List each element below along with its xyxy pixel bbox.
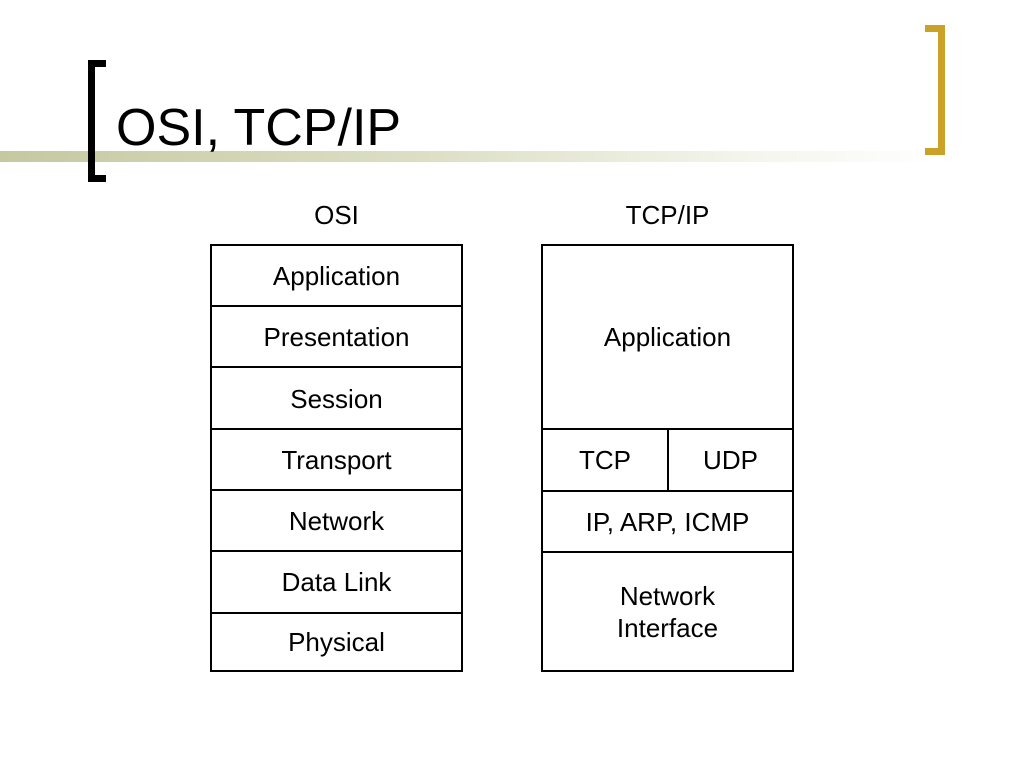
left-bracket-decoration	[88, 60, 106, 182]
osi-layer-data-link: Data Link	[281, 567, 392, 597]
osi-divider	[212, 305, 461, 307]
osi-layer-network: Network	[288, 506, 385, 536]
osi-divider	[212, 366, 461, 368]
tcpip-divider	[543, 490, 792, 492]
osi-divider	[212, 489, 461, 491]
osi-divider	[212, 612, 461, 614]
tcpip-tcp-udp-divider	[667, 430, 669, 490]
right-bracket-decoration	[925, 25, 945, 155]
tcpip-layer-network-interface: Network Interface	[543, 553, 792, 670]
osi-layer-physical: Physical	[288, 627, 385, 657]
osi-divider	[212, 428, 461, 430]
slide-title: OSI, TCP/IP	[116, 99, 402, 157]
tcpip-layer-udp: UDP	[703, 445, 758, 475]
osi-layer-presentation: Presentation	[263, 322, 410, 352]
osi-stack: Application Presentation Session Transpo…	[210, 244, 463, 672]
title-underline-bar	[0, 151, 940, 162]
osi-heading: OSI	[314, 200, 359, 230]
network-interface-line-1: Network	[619, 580, 716, 611]
tcpip-divider	[543, 551, 792, 553]
osi-layer-transport: Transport	[281, 445, 392, 475]
network-interface-line-2: Interface	[616, 612, 719, 643]
osi-divider	[212, 550, 461, 552]
tcpip-layer-tcp: TCP	[579, 445, 631, 475]
tcpip-layer-internet: IP, ARP, ICMP	[585, 506, 750, 537]
tcpip-stack: Application TCP UDP IP, ARP, ICMP Networ…	[541, 244, 794, 672]
osi-layer-application: Application	[272, 261, 401, 291]
tcpip-divider	[543, 428, 792, 430]
tcpip-heading: TCP/IP	[625, 200, 710, 230]
tcpip-layer-application: Application	[603, 322, 732, 352]
osi-layer-session: Session	[290, 383, 383, 414]
